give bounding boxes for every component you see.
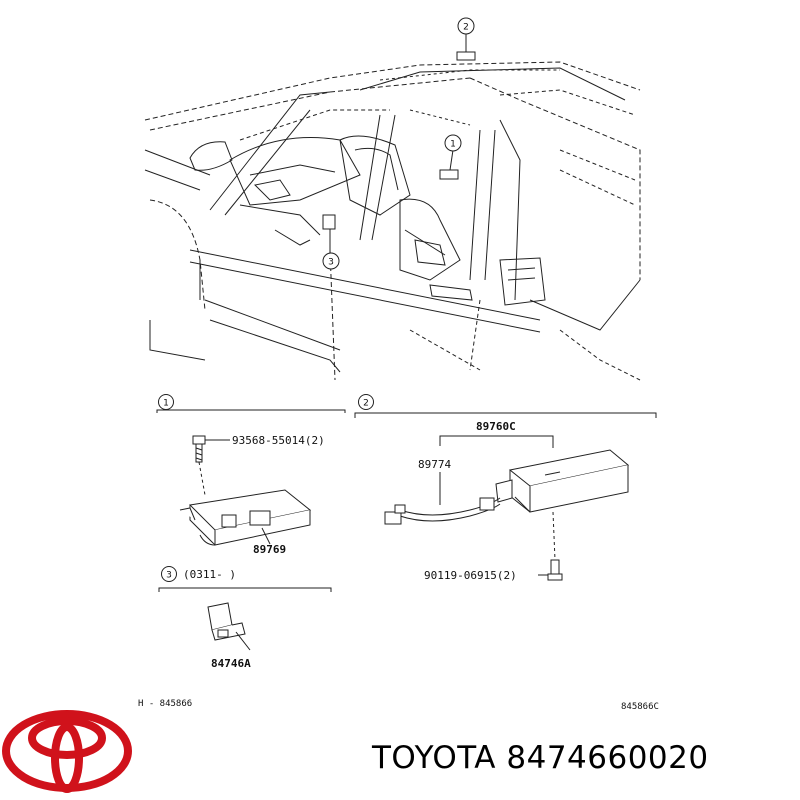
callout-1-car-text: 1 (450, 140, 456, 150)
unit-part-number: 89769 (253, 543, 286, 556)
sensor-module-icon (495, 449, 630, 513)
harness-part-number: 89774 (418, 458, 451, 471)
screw-icon (192, 435, 206, 463)
switch-connector-icon (207, 602, 251, 651)
toyota-logo (2, 710, 132, 793)
pillar-module-part (439, 149, 459, 180)
callout-2-section-text: 2 (363, 399, 369, 409)
switch-part-number: 84746A (211, 657, 251, 670)
callout-2-top: 2 (457, 17, 475, 35)
callout-3-car: 3 (322, 252, 340, 270)
group-3-section: 3 (0311- ) 84746A (158, 566, 332, 670)
group-2-section: 2 89760C 89774 90119-0 (354, 394, 657, 582)
wire-harness-icon (384, 497, 501, 525)
assembly-part-number: 89760C (476, 420, 516, 433)
module-unit-icon (179, 489, 312, 546)
vehicle-illustration (144, 61, 641, 381)
bolt-icon (547, 559, 563, 581)
roof-module-part (456, 34, 476, 61)
callout-2-top-text: 2 (463, 23, 469, 33)
callout-1-section-text: 1 (163, 399, 169, 409)
group-3-date-range: (0311- ) (183, 568, 236, 581)
dash-switch-part (322, 214, 336, 254)
figure-code-right: 845866C (621, 702, 659, 712)
group-1-section: 1 93568-55014(2) 89769 (156, 394, 346, 556)
bolt-part-number: 90119-06915(2) (424, 569, 517, 582)
callout-3-car-text: 3 (328, 258, 334, 268)
callout-1-car: 1 (444, 134, 462, 152)
figure-code-left: H - 845866 (138, 699, 192, 709)
screw-part-number: 93568-55014(2) (232, 434, 325, 447)
brand-caption: TOYOTA 8474660020 (372, 740, 709, 776)
callout-3-section-text: 3 (166, 571, 172, 581)
